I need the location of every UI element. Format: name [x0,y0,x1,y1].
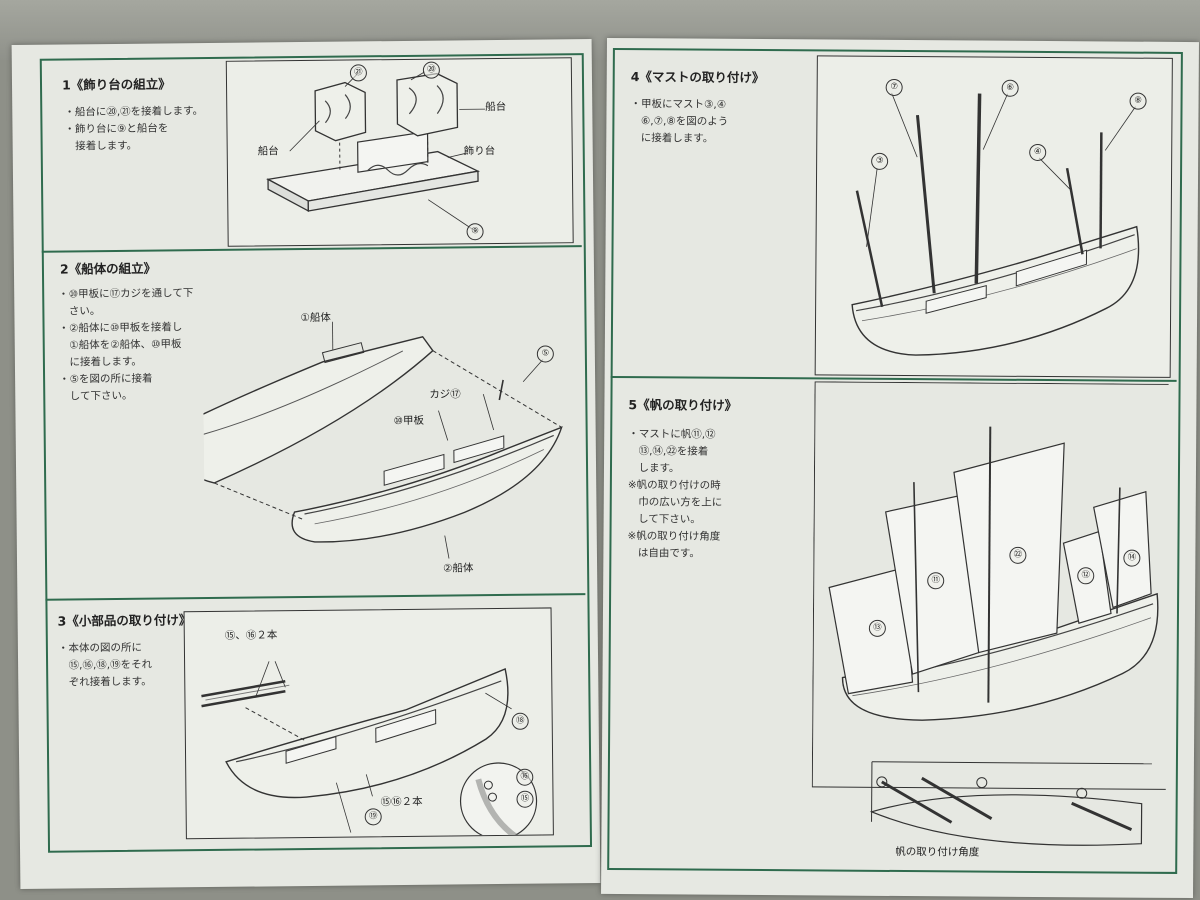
instruction-line: ※帆の取り付け角度 [627,530,721,543]
part-15-label: ⑮ [516,790,534,808]
stand-assembly-drawing [266,71,486,230]
instruction-line: して下さい。 [59,389,133,403]
display-base-label: 飾り台 [463,145,496,158]
mast-8-label: ⑧ [1129,92,1147,110]
rods-label: ⑮、⑯２本 [224,629,278,642]
mast-installation-drawing [851,92,1140,356]
part-19-label: ⑲ [364,808,382,826]
instruction-line: ・本体の図の所に [57,641,142,655]
part-16-label: ⑯ [516,768,534,786]
step3-diagram: ⑮、⑯２本 ⑱ ⑮⑯２本 ⑲ ⑯ ⑮ [183,607,554,840]
instruction-line: さい。 [58,305,101,318]
hull-assembly-drawing [201,321,563,559]
hull-1-label: ①船体 [300,311,331,325]
instruction-line: 巾の広い方を上に [627,496,723,509]
rudder-label: カジ⑰ [429,388,461,401]
sail-11-label: ⑪ [927,572,945,590]
instruction-line: ※帆の取り付けの時 [627,479,721,492]
part-18-label: ⑱ [511,712,529,730]
step4-title: 4《マストの取り付け》 [630,69,765,86]
small-parts-drawing [201,661,538,839]
part-21-label: ㉑ [349,64,367,82]
instruction-line: ・⑩甲板に⑰カジを通して下 [58,287,194,301]
instruction-line: ・船台に⑳,㉑を接着します。 [64,105,204,119]
sail-13-label: ⑬ [868,619,886,637]
instruction-line: して下さい。 [627,513,701,526]
mast-3-label: ③ [871,152,889,170]
mast-4-label: ④ [1029,143,1047,162]
instruction-line: ①船体を②船体、⑩甲板 [58,338,182,352]
step2-diagram: ①船体 ⑤ カジ⑰ ⑩甲板 ②船体 [201,249,570,593]
hull-2-label: ②船体 [443,562,474,575]
instruction-line: に接着します。 [58,355,142,369]
mast-7-label: ⑦ [885,78,903,97]
part-20-label: ⑳ [422,61,440,79]
stand-label: 船台 [257,145,279,158]
instruction-line: に接着します。 [630,132,714,145]
instruction-line: ・⑤を図の所に接着 [59,372,153,386]
stand-label: 船台 [485,100,507,114]
instruction-line: 接着します。 [64,139,138,153]
step3-title: 3《小部品の取り付け》 [57,612,192,629]
instruction-page-left: 1《飾り台の組立》 ・船台に⑳,㉑を接着します。 ・飾り台に⑨と船台を 接着しま… [11,38,601,890]
sail-installation-drawing [828,426,1159,846]
step2-instructions: ・⑩甲板に⑰カジを通して下 さい。 ・②船体に⑩甲板を接着し ①船体を②船体、⑩… [58,285,194,405]
part-9-label: ⑨ [466,223,484,241]
instruction-line: ⑬,⑭,㉒を接着 [628,445,709,458]
instruction-line: ・②船体に⑩甲板を接着し [58,321,183,335]
instruction-line: ⑥,⑦,⑧を図のよう [630,115,729,128]
step2-title: 2《船体の組立》 [59,260,157,277]
deck-label: ⑩甲板 [393,414,425,428]
mast-6-label: ⑥ [1001,79,1019,97]
instruction-line: ・甲板にマスト③,④ [630,98,727,111]
instruction-line: ぞれ接着します。 [58,675,152,689]
step1-instructions: ・船台に⑳,㉑を接着します。 ・飾り台に⑨と船台を 接着します。 [64,103,203,155]
instruction-page-right: 4《マストの取り付け》 ・甲板にマスト③,④ ⑥,⑦,⑧を図のよう に接着します… [601,37,1199,899]
step4-instructions: ・甲板にマスト③,④ ⑥,⑦,⑧を図のよう に接着します。 [630,96,728,148]
sail-12-label: ⑫ [1077,567,1095,585]
step1-title: 1《飾り台の組立》 [61,76,171,93]
instruction-line: ・飾り台に⑨と船台を [64,122,169,136]
step5-title: 5《帆の取り付け》 [628,397,738,413]
sail-22-label: ㉒ [1009,546,1027,564]
instruction-line: します。 [627,462,680,475]
step1-diagram: ㉑ ⑳ 船台 船台 飾り台 ⑨ [225,57,574,247]
step5-diagram: ⑪ ㉒ ⑫ ⑭ ⑬ 帆の取り付け角度 [811,381,1169,863]
instruction-line: ⑮,⑯,⑱,⑲をそれ [58,658,153,672]
instruction-line: ・マストに帆⑪,⑫ [628,428,716,441]
instruction-line: は自由です。 [627,547,700,560]
rods-label: ⑮⑯２本 [380,795,423,809]
step5-instructions: ・マストに帆⑪,⑫ ⑬,⑭,㉒を接着 します。 ※帆の取り付けの時 巾の広い方を… [627,426,722,563]
step3-instructions: ・本体の図の所に ⑮,⑯,⑱,⑲をそれ ぞれ接着します。 [58,640,153,692]
sail-angle-caption: 帆の取り付け角度 [895,845,980,859]
step4-diagram: ⑦ ⑥ ⑧ ③ ④ [814,55,1173,378]
part-5-label: ⑤ [536,345,554,363]
sail-14-label: ⑭ [1123,549,1141,567]
